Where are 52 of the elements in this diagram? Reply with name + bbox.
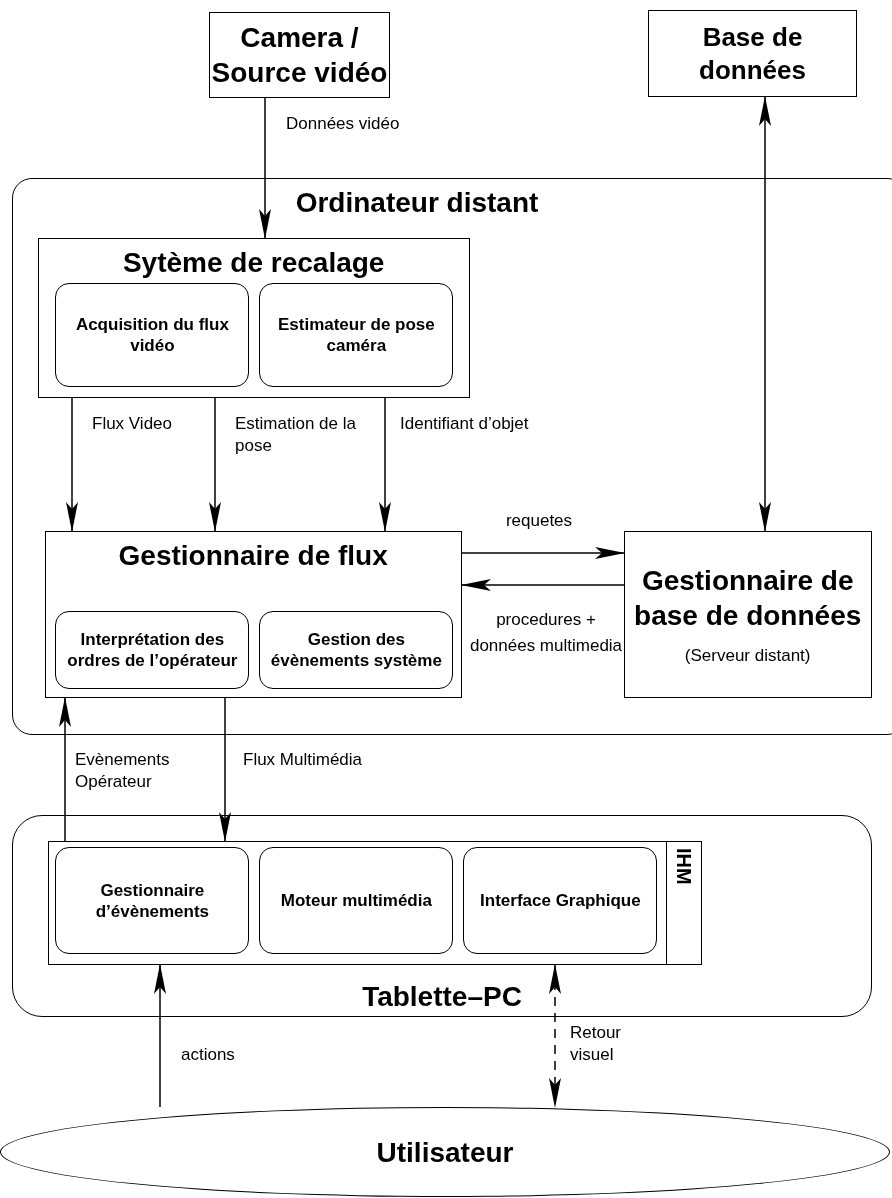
node-label: Camera / Source vidéo [210, 21, 389, 90]
process-box [463, 847, 658, 955]
node-label: Gestionnaire d’évènements [94, 879, 211, 922]
arrow [259, 97, 271, 239]
arrow [66, 397, 78, 532]
node-label: Base de données [698, 20, 807, 87]
group-heading: Sytème de recalage [121, 245, 386, 280]
process-box [648, 10, 857, 97]
process-box [209, 12, 390, 98]
process-box [623, 530, 872, 698]
group-heading: Tablette–PC [361, 980, 523, 1014]
node-label: Acquisition du flux vidéo [74, 314, 230, 357]
edge-label: Evènements Opérateur [75, 749, 171, 793]
node-label: Estimateur de pose caméra [276, 314, 436, 357]
node-label: Moteur multimédia [280, 890, 432, 912]
node-subtitle: (Serveur distant) [684, 644, 811, 666]
arrow [461, 547, 625, 559]
node-label: Utilisateur [376, 1135, 514, 1170]
arrow [549, 964, 561, 1108]
node-label: Gestion des évènements système [269, 629, 443, 672]
group-container [12, 815, 872, 1017]
arrow [219, 697, 231, 842]
edge-label: actions [181, 1044, 236, 1066]
group-heading: Gestionnaire de flux [117, 538, 389, 573]
edge-label: Retour visuel [570, 1022, 623, 1066]
process-box [259, 611, 454, 690]
process-box [259, 847, 454, 955]
arrow [209, 397, 221, 532]
edge-label: Flux Video [92, 413, 173, 435]
group-box [47, 840, 702, 965]
process-box [55, 283, 250, 388]
arrow [59, 697, 71, 842]
node-label: Gestionnaire de base de données [633, 563, 863, 633]
arrow [154, 964, 166, 1108]
node-label: Interprétation des ordres de l’opérateur [66, 629, 239, 672]
group-box [37, 237, 470, 398]
arrow [759, 96, 771, 532]
edge-label: Données vidéo [286, 113, 401, 135]
edge-label: Estimation de la pose [235, 413, 357, 457]
node-label: Interface Graphique [480, 890, 641, 912]
arrow [461, 579, 625, 591]
process-box [55, 847, 250, 955]
edge-label: Flux Multimédia [243, 749, 364, 771]
edge-label: Identifiant d’objet [400, 413, 530, 435]
process-box [55, 611, 250, 690]
process-box [259, 283, 454, 388]
edge-label: procedures + données multimedia [468, 609, 624, 657]
group-heading: Ordinateur distant [294, 186, 540, 220]
group-box [44, 530, 462, 698]
edge-label: requetes [504, 510, 574, 532]
group-heading: IHM [665, 841, 701, 964]
arrow [379, 397, 391, 532]
